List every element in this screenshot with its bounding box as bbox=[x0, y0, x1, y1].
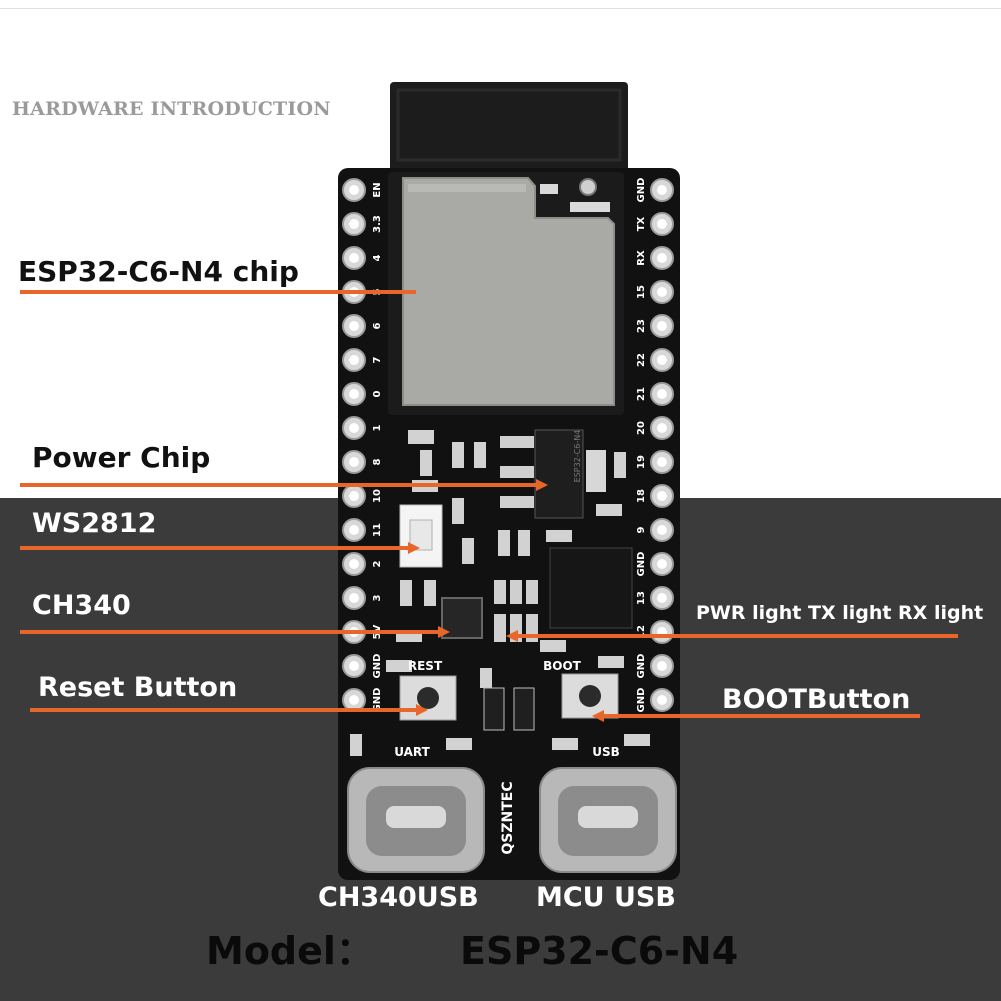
ch340-usb-label: CH340USB bbox=[318, 882, 479, 913]
top-edge-strip bbox=[0, 0, 1001, 9]
mcu-usb-label: MCU USB bbox=[536, 882, 676, 913]
left-pin-hole bbox=[349, 695, 359, 705]
boot-silk-label: BOOT bbox=[543, 659, 582, 673]
right-pin-hole bbox=[657, 559, 667, 569]
reset-button-graphic bbox=[399, 675, 457, 721]
left-pin-hole bbox=[349, 219, 359, 229]
right-pin-label: 19 bbox=[636, 455, 647, 469]
left-pin-label: 6 bbox=[372, 322, 383, 329]
left-pin-hole bbox=[349, 423, 359, 433]
usb-silk-label: USB bbox=[592, 745, 620, 759]
boot-button-label: BOOTButton bbox=[722, 684, 911, 715]
left-pin-label: 3.3 bbox=[372, 215, 383, 233]
right-pin-hole bbox=[657, 593, 667, 603]
antenna-area bbox=[390, 82, 628, 174]
left-pin-hole bbox=[349, 355, 359, 365]
right-pin-hole bbox=[657, 525, 667, 535]
left-pin-label: 1 bbox=[372, 424, 383, 431]
left-pin-label: EN bbox=[372, 182, 383, 197]
right-pin-hole bbox=[657, 185, 667, 195]
left-pin-hole bbox=[349, 491, 359, 501]
left-pin-label: GND bbox=[372, 688, 383, 713]
right-pin-label: 15 bbox=[636, 285, 647, 299]
left-pin-hole bbox=[349, 389, 359, 399]
right-pin-label: 23 bbox=[636, 319, 647, 333]
right-pin-hole bbox=[657, 423, 667, 433]
left-pin-label: 4 bbox=[372, 254, 383, 261]
right-pin-hole bbox=[657, 661, 667, 671]
left-pin-hole bbox=[349, 321, 359, 331]
right-pin-label: GND bbox=[636, 552, 647, 577]
right-pin-hole bbox=[657, 491, 667, 501]
section-title: HARDWARE INTRODUCTION bbox=[12, 98, 331, 120]
mcu-usb-port bbox=[539, 767, 677, 873]
power-chip-label: Power Chip bbox=[32, 441, 211, 474]
esp32-module bbox=[388, 172, 624, 415]
left-pin-label: 7 bbox=[372, 356, 383, 363]
module-silk-label: ESP32-C6-N4 bbox=[573, 430, 582, 483]
right-pin-label: GND bbox=[636, 654, 647, 679]
ch340-usb-port bbox=[347, 767, 485, 873]
left-pin-hole bbox=[349, 253, 359, 263]
reset-button-label: Reset Button bbox=[38, 672, 238, 703]
model-value: ESP32-C6-N4 bbox=[460, 929, 739, 973]
right-pin-hole bbox=[657, 457, 667, 467]
uart-silk-label: UART bbox=[394, 745, 430, 759]
right-pin-label: 21 bbox=[636, 387, 647, 401]
right-pin-hole bbox=[657, 321, 667, 331]
left-pin-label: 0 bbox=[372, 390, 383, 397]
right-pin-label: GND bbox=[636, 178, 647, 203]
left-pin-hole bbox=[349, 185, 359, 195]
callout-lines bbox=[20, 290, 958, 722]
right-pin-hole bbox=[657, 695, 667, 705]
status-leds-label: PWR light TX light RX light bbox=[696, 602, 984, 624]
right-pin-hole bbox=[657, 219, 667, 229]
left-pin-label: 2 bbox=[372, 560, 383, 567]
ch340-chip bbox=[441, 597, 483, 639]
shield-can bbox=[402, 177, 615, 406]
ws2812-label: WS2812 bbox=[32, 508, 157, 539]
left-pin-hole bbox=[349, 661, 359, 671]
ufl-connector bbox=[579, 178, 597, 196]
right-pin-label: GND bbox=[636, 688, 647, 713]
left-pin-label: GND bbox=[372, 654, 383, 679]
left-pin-hole bbox=[349, 559, 359, 569]
right-pin-label: 18 bbox=[636, 489, 647, 503]
left-pin-hole bbox=[349, 593, 359, 603]
right-pin-hole bbox=[657, 355, 667, 365]
left-pin-label: 8 bbox=[372, 458, 383, 465]
transistor-array bbox=[549, 547, 633, 629]
esp32-chip-label: ESP32-C6-N4 chip bbox=[18, 255, 299, 288]
right-pin-label: 13 bbox=[636, 591, 647, 605]
right-pin-hole bbox=[657, 253, 667, 263]
left-pin-hole bbox=[349, 525, 359, 535]
right-pin-label: TX bbox=[636, 216, 647, 231]
left-pin-label: 3 bbox=[372, 594, 383, 601]
left-pin-label: 11 bbox=[372, 523, 383, 537]
right-pin-hole bbox=[657, 389, 667, 399]
ch340-label: CH340 bbox=[32, 590, 131, 621]
antenna-trace bbox=[396, 88, 622, 162]
reset-silk-label: REST bbox=[408, 659, 443, 673]
right-pin-label: RX bbox=[636, 250, 647, 266]
right-pin-label: 20 bbox=[636, 421, 647, 435]
right-pin-label: 9 bbox=[636, 526, 647, 533]
boot-button-graphic bbox=[561, 673, 619, 719]
right-pin-label: 22 bbox=[636, 353, 647, 367]
model-label: Model： bbox=[206, 929, 374, 973]
brand-silk-label: QSZNTEC bbox=[500, 781, 516, 854]
power-regulator bbox=[534, 429, 584, 519]
left-pin-label: 10 bbox=[372, 489, 383, 503]
left-pin-hole bbox=[349, 457, 359, 467]
right-pin-label: 12 bbox=[636, 625, 647, 639]
right-pin-hole bbox=[657, 287, 667, 297]
